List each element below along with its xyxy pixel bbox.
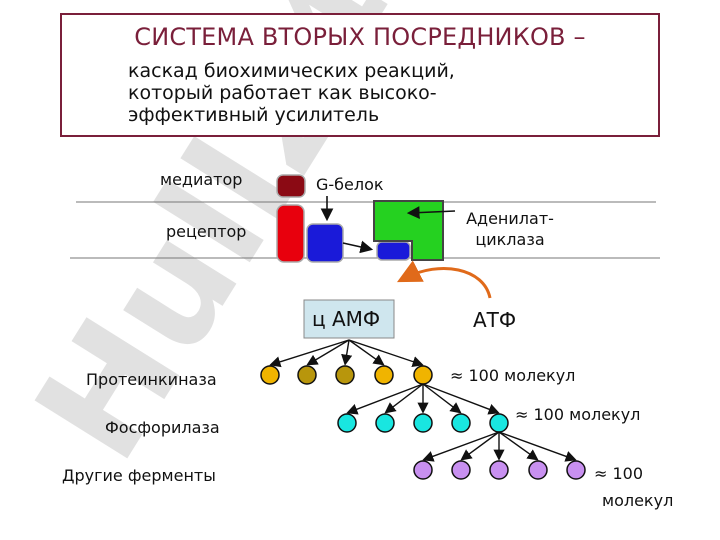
other-enzyme-node — [489, 460, 509, 480]
title-line-3: эффективный усилитель — [128, 104, 380, 126]
other-enzyme-arrow — [498, 431, 539, 461]
protein-kinase-label: Протеинкиназа — [86, 370, 217, 389]
title-subtitle: каскад биохимических реакций, который ра… — [128, 60, 455, 126]
g-protein-subunit-shape — [376, 241, 411, 261]
other-enzymes-amount-line-1: ≈ 100 — [594, 464, 644, 483]
adenylate-cyclase-line-1: Аденилат- — [466, 209, 554, 228]
other-enzyme-node — [528, 460, 548, 480]
receptor-label: рецептор — [166, 222, 247, 241]
adenylate-cyclase-line-2: циклаза — [475, 230, 545, 249]
other-enzymes-amount: ≈ 100 молекул — [594, 460, 673, 514]
g-protein-shape — [306, 223, 344, 263]
adenylate-cyclase-shape — [373, 200, 444, 261]
title-main: СИСТЕМА ВТОРЫХ ПОСРЕДНИКОВ – — [134, 23, 586, 51]
phosphorylase-node — [451, 413, 471, 433]
title-line-1: каскад биохимических реакций, — [128, 60, 455, 82]
other-enzyme-node — [413, 460, 433, 480]
other-enzymes-label: Другие ферменты — [62, 466, 216, 485]
protein-kinase-node — [260, 365, 280, 385]
receptor-shape — [276, 204, 305, 263]
g-protein-label: G-белок — [316, 175, 384, 194]
phosphorylase-node — [337, 413, 357, 433]
protein-kinase-node — [374, 365, 394, 385]
phosphorylase-label: Фосфорилаза — [105, 418, 220, 437]
protein-kinase-amount: ≈ 100 молекул — [450, 366, 576, 385]
title-box: СИСТЕМА ВТОРЫХ ПОСРЕДНИКОВ – каскад биох… — [60, 13, 660, 137]
other-enzyme-node — [451, 460, 471, 480]
protein-kinase-node — [297, 365, 317, 385]
protein-kinase-arrow — [269, 339, 350, 368]
protein-kinase-node — [335, 365, 355, 385]
other-enzyme-node — [566, 460, 586, 480]
protein-kinase-arrow — [341, 339, 353, 366]
other-enzyme-arrow — [422, 431, 500, 462]
phosphorylase-arrow — [384, 383, 424, 414]
protein-kinase-node — [413, 365, 433, 385]
protein-kinase-arrow — [348, 339, 385, 366]
other-enzymes-amount-line-2: молекул — [602, 491, 674, 510]
camp-box — [303, 299, 395, 339]
camp-label: ц АМФ — [312, 307, 381, 331]
phosphorylase-arrow — [346, 383, 424, 415]
phosphorylase-arrow — [422, 383, 500, 415]
phosphorylase-node — [375, 413, 395, 433]
other-enzyme-arrow — [498, 431, 577, 462]
title-line-2: который работает как высоко- — [128, 82, 437, 104]
atp-label: АТФ — [473, 308, 517, 332]
adenylate-cyclase-label: Аденилат- циклаза — [458, 208, 562, 250]
atp-to-camp-arrow — [396, 260, 492, 299]
protein-kinase-arrow — [348, 339, 424, 367]
cascade-tree — [260, 339, 586, 480]
phosphorylase-amount: ≈ 100 молекул — [515, 405, 641, 424]
mediator-shape — [276, 174, 306, 198]
other-enzyme-arrow — [460, 431, 500, 461]
protein-kinase-arrow — [306, 339, 350, 366]
phosphorylase-node — [413, 413, 433, 433]
cyclase-arrow — [406, 206, 456, 219]
mediator-label: медиатор — [160, 170, 243, 189]
g-to-subunit-arrow — [342, 240, 374, 254]
phosphorylase-node — [489, 413, 509, 433]
phosphorylase-arrow — [422, 383, 462, 414]
